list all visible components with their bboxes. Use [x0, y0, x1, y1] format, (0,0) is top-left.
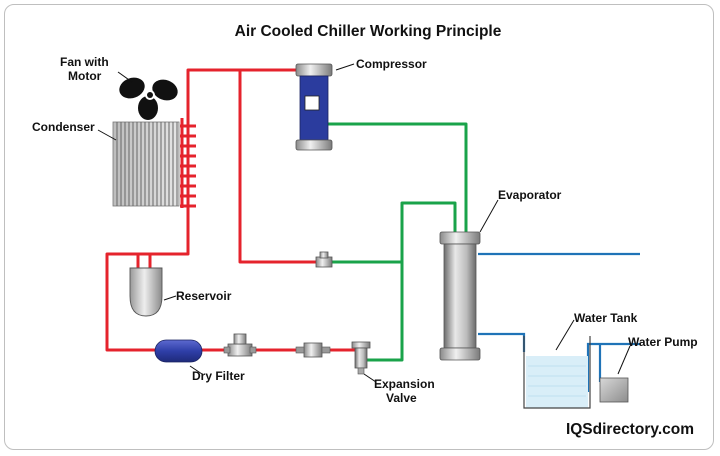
expansion-valve [351, 341, 371, 375]
evaporator-label: Evaporator [498, 188, 562, 202]
expansion-valve-label-line1: Expansion [374, 377, 435, 391]
diagram-frame [4, 4, 714, 450]
compressor-leader-line [335, 63, 355, 71]
evaporator [439, 231, 481, 361]
sight-glass [223, 333, 257, 357]
evaporator-leader-line [479, 199, 499, 233]
diagram-title: Air Cooled Chiller Working Principle [235, 23, 502, 40]
reservoir [129, 267, 163, 317]
water-pump-leader-line [617, 345, 631, 375]
cold-refrigerant-pipes [326, 122, 468, 362]
condenser-label: Condenser [32, 120, 95, 134]
water-pump-label: Water Pump [628, 335, 698, 349]
dry-filter-label: Dry Filter [192, 369, 245, 383]
fan-label-line2: Motor [68, 69, 102, 83]
brand-watermark: IQSdirectory.com [566, 421, 694, 438]
reservoir-label: Reservoir [176, 289, 232, 303]
reservoir-leader-line [163, 295, 177, 301]
water-pump [599, 377, 629, 403]
condenser-coil [112, 121, 180, 207]
bypass-valve [315, 251, 333, 268]
solenoid-valve [295, 342, 331, 358]
compressor [295, 63, 333, 151]
condenser-leader-line [97, 129, 117, 141]
expansion-valve-label-line2: Valve [386, 391, 417, 405]
water-tank [523, 336, 591, 409]
fan-label-line1: Fan with [60, 55, 109, 69]
dry-filter-leader-line [189, 365, 203, 375]
fan-icon [119, 77, 178, 120]
dry-filter [154, 339, 203, 363]
water-tank-label: Water Tank [574, 311, 638, 325]
expansion-valve-leader-line [363, 373, 377, 383]
hot-refrigerant-pipes [105, 68, 355, 352]
water-tank-leader-line [555, 319, 575, 351]
fan-leader-line [117, 71, 133, 83]
compressor-label: Compressor [356, 57, 427, 71]
